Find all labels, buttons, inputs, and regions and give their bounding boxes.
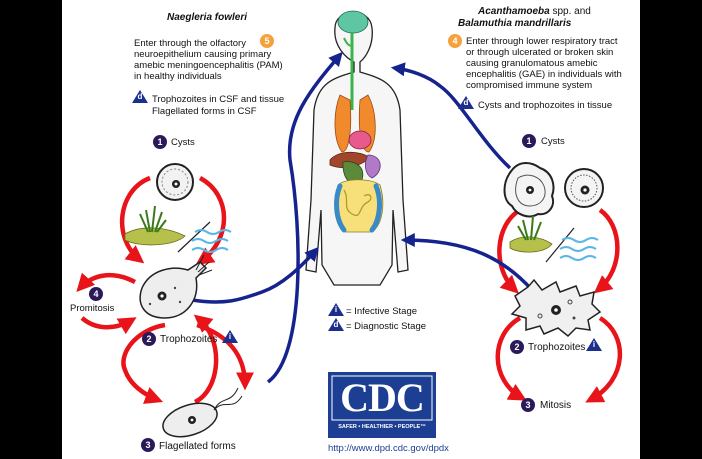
acanth-entry-text-4: encephalitis (GAE) in individuals with (466, 69, 622, 80)
naegleria-diag-text-2: Flagellated forms in CSF (152, 106, 257, 117)
acanthamoeba-cycle-arrows (495, 208, 623, 403)
naegleria-diag-text-1: Trophozoites in CSF and tissue (152, 94, 285, 105)
heart-organ (348, 130, 372, 150)
acanth-infective-mark: i (592, 340, 596, 349)
naegleria-entry-step: 5 (260, 34, 274, 48)
acanth-entry-step: 4 (448, 34, 462, 48)
naegleria-troph-label: Trophozoites (160, 334, 218, 345)
cdc-tagline: SAFER • HEALTHIER • PEOPLE™ (338, 424, 426, 430)
acanthamoeba-cyst-wrinkled (503, 162, 555, 218)
acanth-troph-step: 2 (510, 340, 524, 354)
infection-arrows (191, 51, 534, 384)
legend-diagnostic-icon (328, 318, 344, 331)
naegleria-trophozoite (139, 254, 213, 319)
acanth-cysts-step: 1 (522, 134, 536, 148)
acanth-title-suffix: spp. and (549, 6, 591, 17)
legend-diagnostic-mark: d (333, 320, 339, 329)
naegleria-entry-text-4: in healthy individuals (134, 71, 222, 82)
naegleria-promitosis-step: 4 (89, 287, 103, 301)
naegleria-environment (124, 205, 232, 253)
naegleria-entry-text-3: amebic meningoencephalitis (PAM) (134, 60, 283, 71)
brain-organ (337, 10, 369, 34)
human-body (305, 10, 409, 286)
acanth-diagnostic-mark: d (463, 98, 469, 107)
acanth-mitosis-step: 3 (521, 398, 535, 412)
naegleria-title: Naegleria fowleri (167, 12, 248, 23)
acanth-diag-text: Cysts and trophozoites in tissue (478, 100, 613, 111)
acanth-troph-label: Trophozoites (528, 342, 586, 353)
acanth-title-genus: Acanthamoeba (478, 6, 550, 17)
naegleria-cyst (156, 163, 194, 201)
acanth-title-2: Balamuthia mandrillaris (458, 18, 572, 29)
naegleria-infective-mark: i (228, 332, 232, 341)
naegleria-cysts-label: Cysts (171, 137, 195, 148)
naegleria-troph-step: 2 (142, 332, 156, 346)
naegleria-flagellate (162, 387, 243, 438)
acanth-mitosis-label: Mitosis (540, 400, 572, 411)
acanth-diagnostic-icon (458, 96, 474, 109)
naegleria-cycle-arrows (76, 175, 254, 405)
acanth-title-1: Acanthamoeba spp. and (478, 6, 591, 17)
acanth-entry-text-5: compromised immune system (466, 80, 593, 91)
acanthamoeba-environment (509, 215, 599, 263)
acanth-entry-text-3: causing granulomatous amebic (466, 58, 598, 69)
naegleria-cysts-step: 1 (153, 135, 167, 149)
naegleria-entry-text-1: Enter through the olfactory (134, 38, 246, 49)
acanth-entry-text-2: or through ulcerated or broken skin (466, 47, 614, 58)
legend-infective-mark: i (334, 305, 338, 314)
acanth-cysts-label: Cysts (541, 136, 565, 147)
naegleria-flag-label: Flagellated forms (159, 441, 236, 452)
legend-infective-icon (328, 303, 344, 316)
naegleria-entry-text-2: neuroepithelium causing primary (134, 49, 272, 60)
naegleria-diagnostic-icon (132, 90, 148, 103)
balamuthia-cyst (564, 168, 604, 208)
naegleria-diagnostic-mark: d (137, 92, 143, 101)
naegleria-promitosis-label: Promitosis (70, 303, 115, 314)
naegleria-flag-step: 3 (141, 438, 155, 452)
acanth-infective-icon (586, 338, 602, 351)
legend-diagnostic-label: = Diagnostic Stage (346, 321, 427, 332)
left-lung (334, 94, 352, 153)
acanth-entry-text-1: Enter through lower respiratory tract (466, 36, 618, 47)
naegleria-infective-icon (222, 330, 238, 343)
cdc-logo-text: CDC (340, 375, 425, 420)
cdc-url-link[interactable]: http://www.dpd.cdc.gov/dpdx (328, 443, 449, 454)
acanthamoeba-trophozoite (510, 278, 602, 338)
legend-infective-label: = Infective Stage (346, 306, 418, 317)
spleen-organ (364, 154, 381, 179)
cdc-logo (328, 372, 436, 438)
